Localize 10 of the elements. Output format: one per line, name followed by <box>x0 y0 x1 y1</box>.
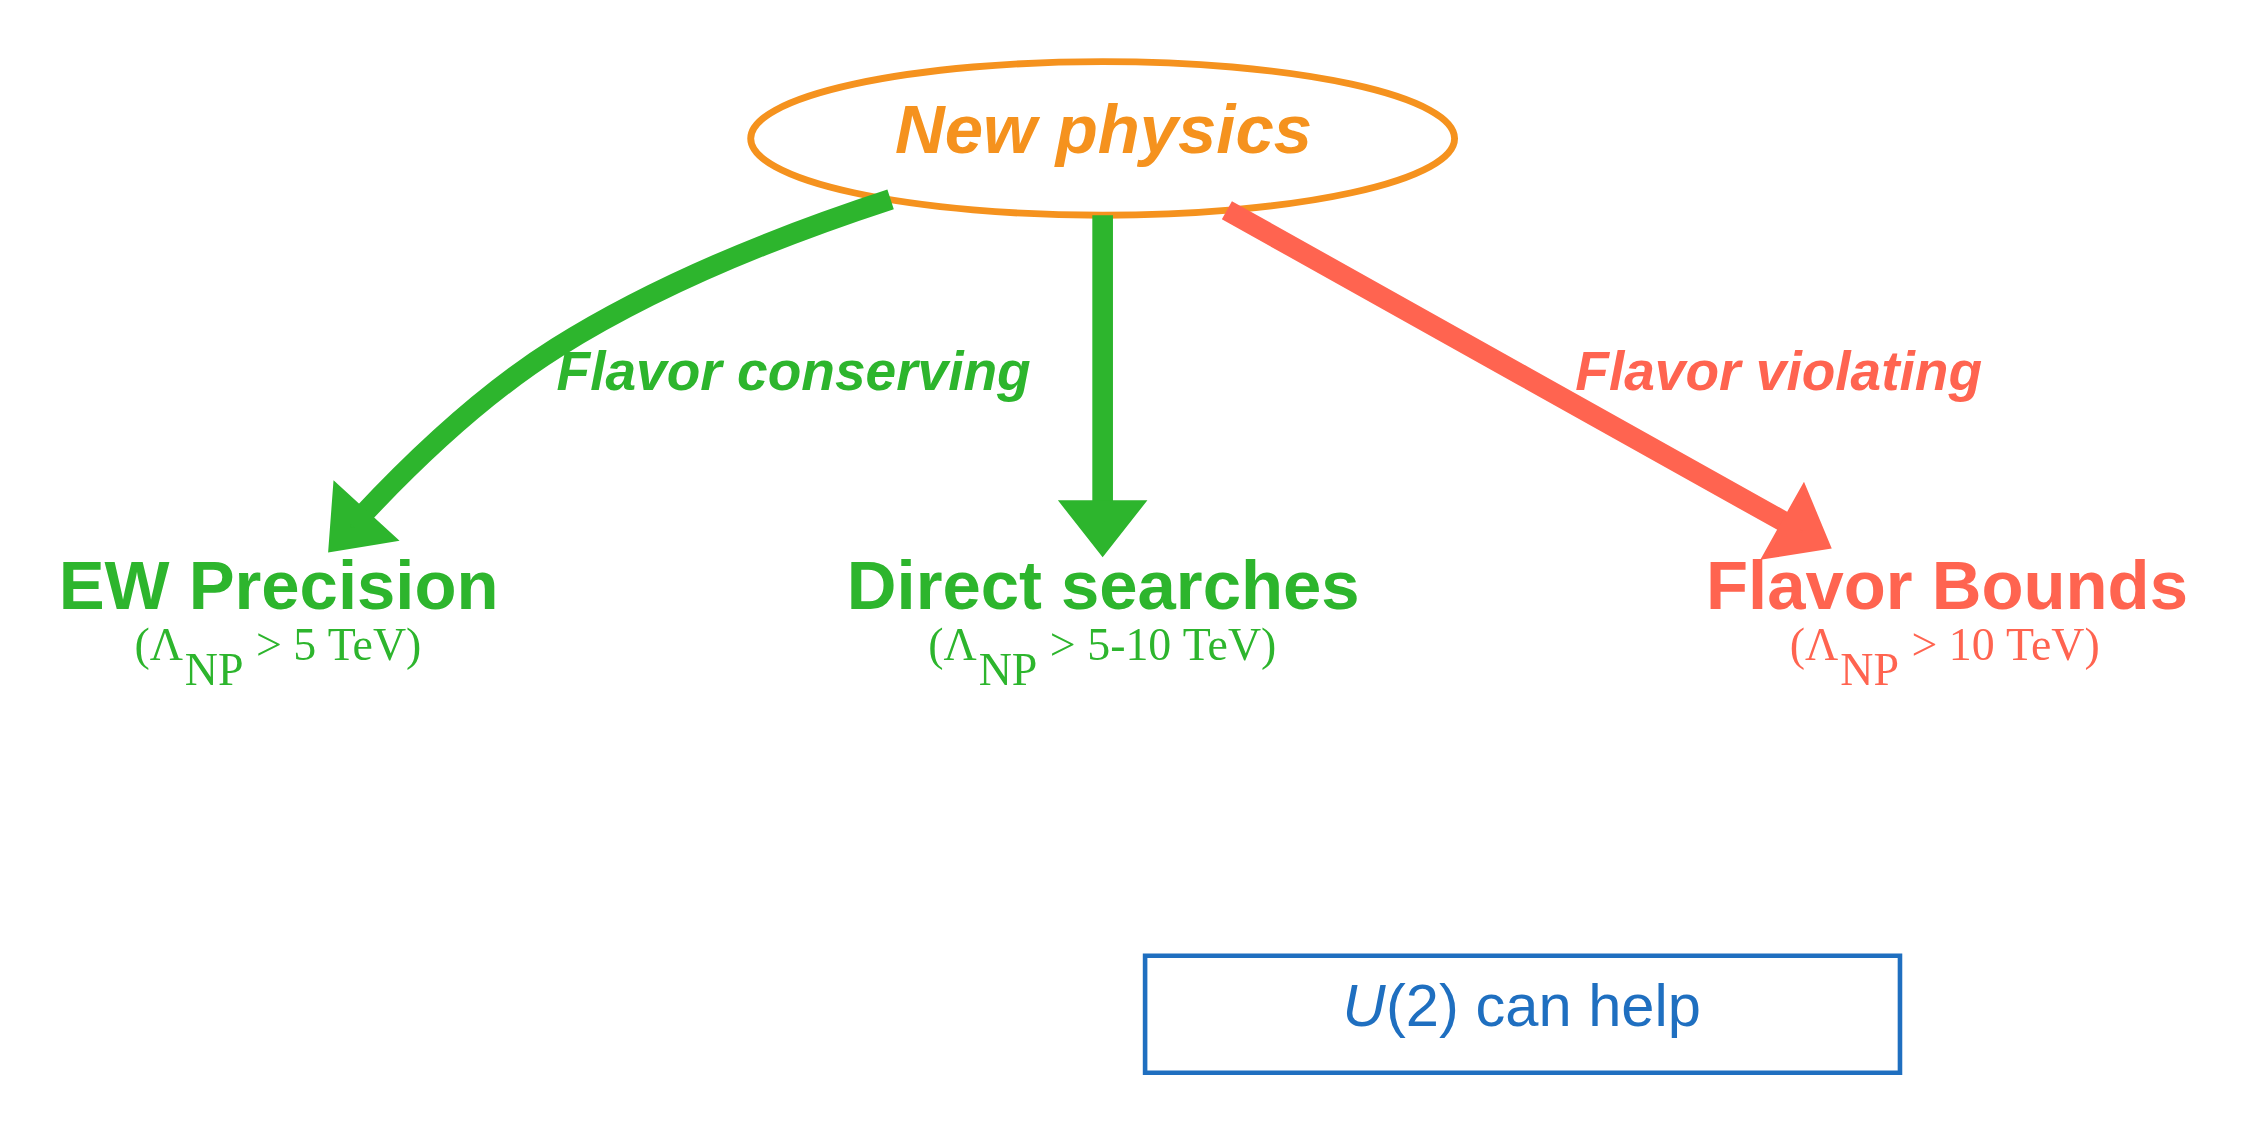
label: U(2) can help <box>1342 972 1701 1040</box>
node-text: EW Precision <box>58 547 499 625</box>
arrow <box>328 189 894 553</box>
arrow <box>1057 215 1148 558</box>
node-ellipse: New physics <box>747 58 1458 219</box>
node-text: Flavor Bounds <box>1706 547 2188 625</box>
node-text: Direct searches <box>846 547 1360 625</box>
arrow <box>1221 201 1832 560</box>
edge-label: Flavor conserving <box>556 339 1031 402</box>
edge-label: Flavor violating <box>1575 339 1983 402</box>
